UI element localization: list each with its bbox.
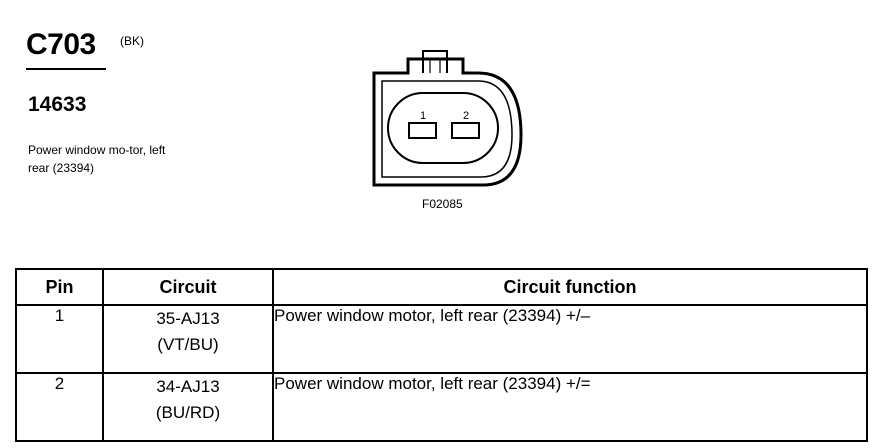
circuit-wire-color: (BU/RD) bbox=[155, 403, 221, 422]
circuit-cell: 34-AJ13 (BU/RD) bbox=[102, 372, 274, 442]
circuit-function: Power window motor, left rear (23394) +/… bbox=[272, 372, 868, 442]
circuit-function: Power window motor, left rear (23394) +/… bbox=[272, 304, 868, 374]
table-row: 2 34-AJ13 (BU/RD) Power window motor, le… bbox=[15, 372, 868, 442]
locking-tab bbox=[422, 50, 448, 73]
circuit-number: 35-AJ13 bbox=[156, 309, 220, 328]
terminal-cavity-outline bbox=[387, 92, 499, 164]
pin-1-label: 1 bbox=[420, 110, 426, 122]
figure-code: F02085 bbox=[422, 197, 463, 211]
circuit-wire-color: (VT/BU) bbox=[157, 335, 219, 354]
pin-1-terminal bbox=[408, 122, 437, 139]
title-rule bbox=[26, 68, 106, 70]
column-header-circuit: Circuit bbox=[102, 268, 274, 306]
pin-number: 2 bbox=[15, 372, 104, 442]
locking-tab-inner bbox=[429, 58, 441, 73]
column-header-circuit-function: Circuit function bbox=[272, 268, 868, 306]
connector-inner-shell bbox=[381, 80, 513, 178]
connector-id: C703 bbox=[26, 28, 96, 61]
connector-face-diagram: 1 2 bbox=[372, 50, 523, 187]
pinout-table: Pin Circuit Circuit function 1 35-AJ13 (… bbox=[15, 268, 868, 442]
part-number: 14633 bbox=[28, 93, 87, 116]
table-header-row: Pin Circuit Circuit function bbox=[15, 268, 868, 306]
connector-description: Power window mo-tor, left rear (23394) bbox=[28, 143, 166, 175]
pin-2-label: 2 bbox=[463, 110, 469, 122]
pin-2-terminal bbox=[451, 122, 480, 139]
column-header-pin: Pin bbox=[15, 268, 104, 306]
color-code: (BK) bbox=[120, 34, 144, 48]
table-row: 1 35-AJ13 (VT/BU) Power window motor, le… bbox=[15, 304, 868, 374]
pin-number: 1 bbox=[15, 304, 104, 374]
circuit-number: 34-AJ13 bbox=[156, 377, 220, 396]
connector-outer-shell bbox=[372, 57, 523, 187]
circuit-cell: 35-AJ13 (VT/BU) bbox=[102, 304, 274, 374]
